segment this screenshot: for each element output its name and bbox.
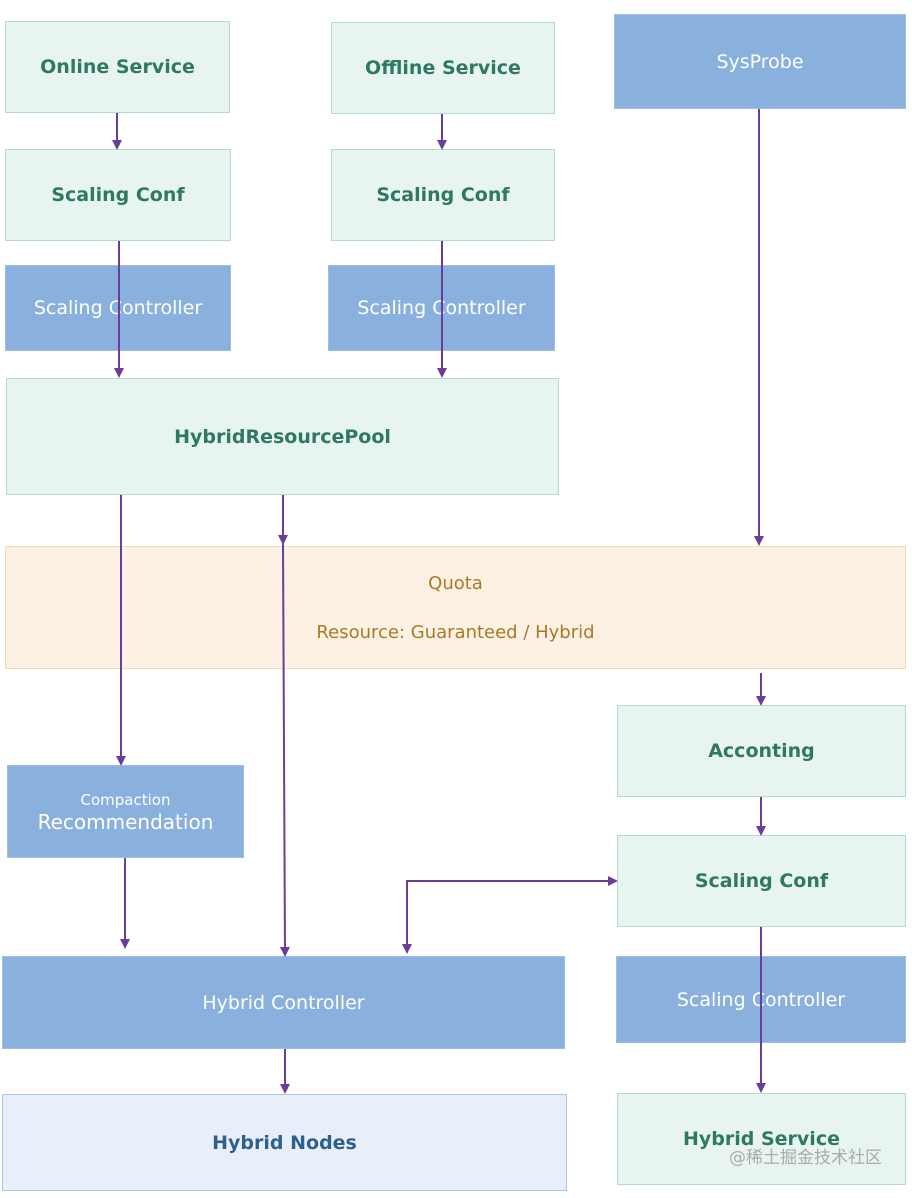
quota-subtitle: Resource: Guaranteed / Hybrid bbox=[316, 621, 595, 643]
scaling-controller-online-node: Scaling Controller bbox=[5, 265, 231, 351]
hybrid-controller-node: Hybrid Controller bbox=[2, 956, 565, 1049]
scaling-conf-online-node: Scaling Conf bbox=[5, 149, 231, 241]
scaling-conf-hybrid-label: Scaling Conf bbox=[694, 870, 829, 892]
quota-node: Quota Resource: Guaranteed / Hybrid bbox=[5, 546, 906, 669]
offline-service-label: Offline Service bbox=[365, 57, 521, 79]
hybrid-resource-pool-node: HybridResourcePool bbox=[6, 378, 559, 495]
quota-title: Quota bbox=[428, 572, 483, 594]
hybrid-service-label: Hybrid Service bbox=[683, 1128, 840, 1150]
accounting-node: Acconting bbox=[617, 705, 906, 797]
hybrid-service-node: Hybrid Service bbox=[617, 1093, 906, 1185]
offline-service-node: Offline Service bbox=[331, 22, 555, 114]
watermark: @稀土掘金技术社区 bbox=[729, 1148, 882, 1168]
recommendation-label: Recommendation bbox=[37, 809, 214, 834]
sysprobe-label: SysProbe bbox=[716, 50, 804, 73]
scaling-controller-hybrid-node: Scaling Controller bbox=[616, 956, 906, 1043]
scaling-conf-online-label: Scaling Conf bbox=[51, 184, 185, 206]
accounting-label: Acconting bbox=[708, 740, 815, 762]
scaling-conf-offline-label: Scaling Conf bbox=[376, 184, 510, 206]
arrow-bidirectional-conf-hybrid-controller bbox=[402, 876, 618, 954]
hybrid-nodes-node: Hybrid Nodes bbox=[2, 1094, 567, 1191]
scaling-conf-offline-node: Scaling Conf bbox=[331, 149, 555, 241]
scaling-controller-offline-label: Scaling Controller bbox=[357, 297, 526, 319]
compaction-label: Compaction bbox=[80, 790, 171, 809]
scaling-controller-hybrid-label: Scaling Controller bbox=[676, 988, 846, 1011]
hybrid-controller-label: Hybrid Controller bbox=[202, 991, 365, 1014]
online-service-node: Online Service bbox=[5, 21, 230, 113]
sysprobe-node: SysProbe bbox=[614, 14, 906, 109]
scaling-controller-offline-node: Scaling Controller bbox=[328, 265, 555, 351]
scaling-conf-hybrid-node: Scaling Conf bbox=[617, 835, 906, 927]
hybrid-nodes-label: Hybrid Nodes bbox=[212, 1131, 357, 1154]
online-service-label: Online Service bbox=[40, 56, 195, 78]
compaction-recommendation-node: Compaction Recommendation bbox=[7, 765, 244, 858]
scaling-controller-online-label: Scaling Controller bbox=[33, 297, 203, 319]
hybrid-resource-pool-label: HybridResourcePool bbox=[174, 425, 391, 448]
